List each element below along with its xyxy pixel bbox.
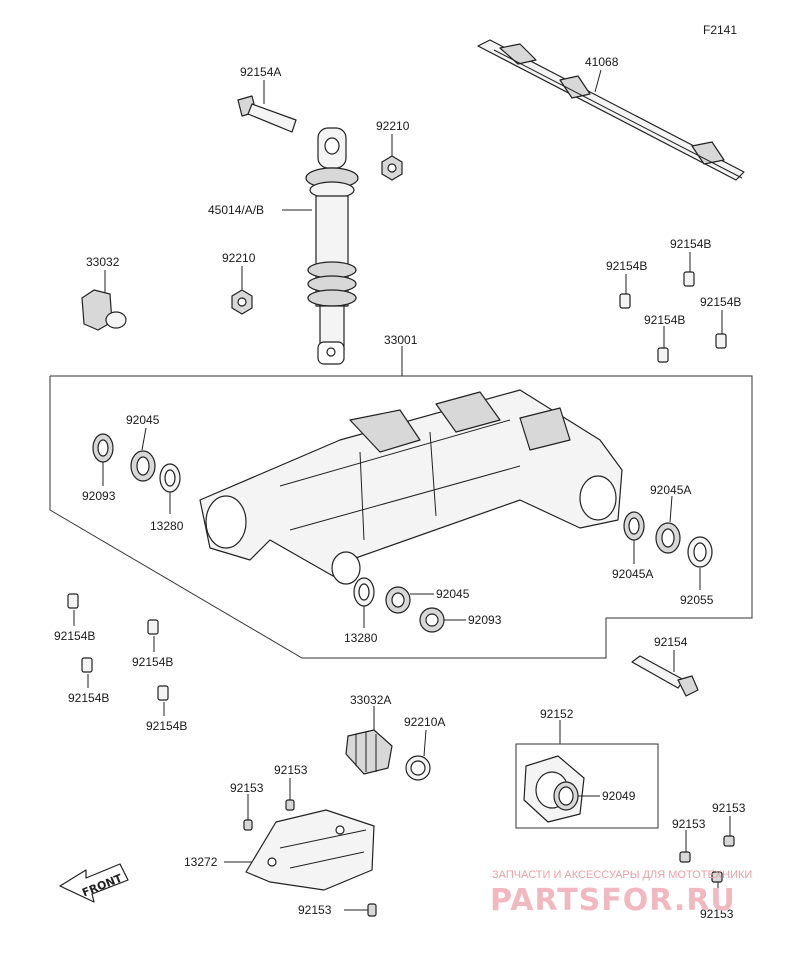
bolts-left-group	[67, 593, 169, 701]
cap-33032	[81, 289, 127, 331]
label-92153-d: 92153	[672, 817, 706, 831]
label-92154b-l1: 92154B	[54, 629, 95, 643]
bolts-right-group	[619, 271, 727, 363]
bearing-set-right	[623, 511, 713, 568]
swingarm	[199, 389, 623, 585]
label-92055: 92055	[680, 593, 714, 607]
figure-code: F2141	[703, 23, 737, 37]
label-92154a: 92154A	[240, 65, 281, 79]
plate-group-frame	[515, 743, 659, 829]
bearing-plate	[523, 755, 585, 823]
label-13280-c: 13280	[344, 631, 378, 645]
front-arrow: FRONT	[59, 863, 129, 903]
boot-33032a	[345, 729, 393, 775]
label-13272: 13272	[184, 855, 218, 869]
label-92045-l: 92045	[126, 413, 160, 427]
swingarm-group-frame	[49, 375, 753, 659]
label-92154b-r3: 92154B	[700, 295, 741, 309]
drive-shaft	[477, 39, 745, 181]
label-92152: 92152	[540, 707, 574, 721]
label-33032a: 33032A	[350, 693, 391, 707]
label-92153-b: 92153	[230, 781, 264, 795]
label-13280-l: 13280	[150, 519, 184, 533]
label-92093-l: 92093	[82, 489, 116, 503]
label-92154: 92154	[654, 635, 688, 649]
label-92153-f: 92153	[700, 907, 734, 921]
label-92153-a: 92153	[274, 763, 308, 777]
label-92154b-r1: 92154B	[670, 237, 711, 251]
shock-absorber	[305, 127, 359, 365]
label-92210a: 92210A	[404, 715, 445, 729]
label-92045-c: 92045	[436, 587, 470, 601]
watermark-tagline: ЗАПЧАСТИ И АКСЕССУАРЫ ДЛЯ МОТОТЕХНИКИ	[492, 869, 752, 881]
bolt-92154	[631, 655, 699, 697]
label-92153-c: 92153	[298, 903, 332, 917]
watermark-brand: PARTSFOR.RU	[490, 883, 736, 918]
screws-92153-group	[243, 799, 735, 917]
label-92154b-r2: 92154B	[606, 259, 647, 273]
bearing-set-center	[353, 577, 445, 633]
label-33032: 33032	[86, 255, 120, 269]
label-92045a-top: 92045A	[650, 483, 691, 497]
label-41068: 41068	[585, 55, 619, 69]
label-92045a-bottom: 92045A	[612, 567, 653, 581]
label-92210-mid: 92210	[222, 251, 256, 265]
label-92154b-l3: 92154B	[68, 691, 109, 705]
label-33001: 33001	[384, 333, 418, 347]
bolt-92154a	[237, 95, 297, 133]
label-92093-c: 92093	[468, 613, 502, 627]
bearing-set-left	[92, 433, 181, 493]
nut-92210-mid	[231, 289, 253, 315]
label-92210-top: 92210	[376, 119, 410, 133]
nut-92210-top	[381, 155, 403, 181]
label-92154b-l4: 92154B	[146, 719, 187, 733]
label-45014: 45014/A/B	[208, 203, 264, 217]
label-92049: 92049	[602, 789, 636, 803]
label-92154b-r4: 92154B	[644, 313, 685, 327]
clamp-92210a	[405, 755, 431, 781]
label-92154b-l2: 92154B	[132, 655, 173, 669]
skid-guard-13272	[245, 809, 375, 891]
label-92153-e: 92153	[712, 801, 746, 815]
